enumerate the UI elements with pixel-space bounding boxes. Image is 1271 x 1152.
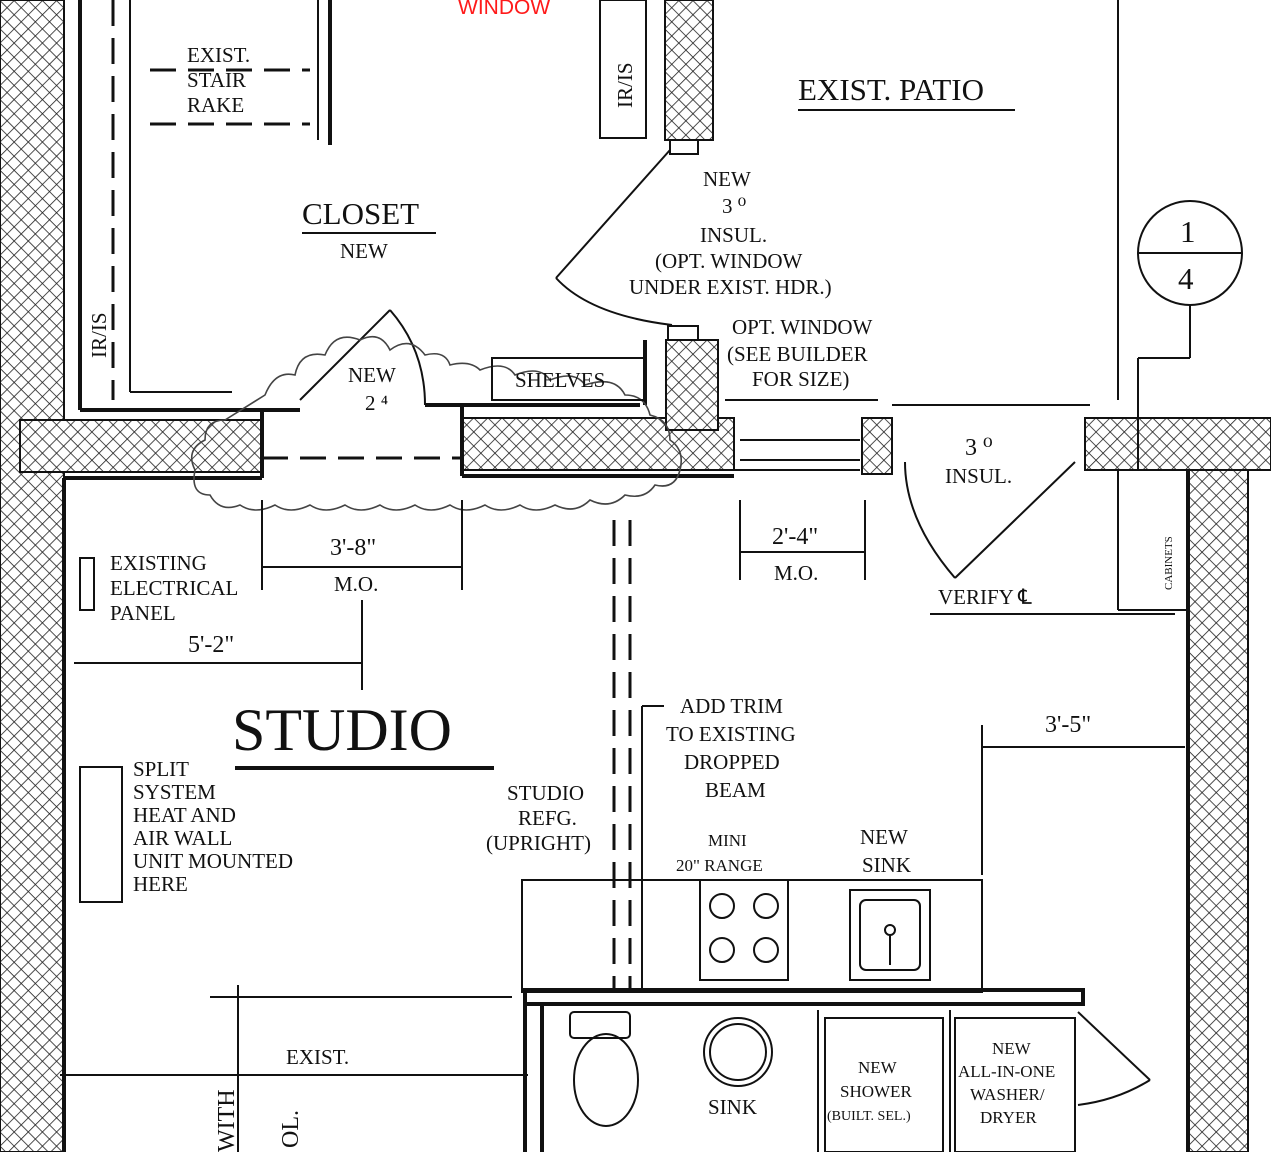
shelves-label: SHELVES bbox=[515, 368, 605, 392]
ir-is-label-left: IR/IS bbox=[87, 312, 111, 358]
closet-new-label: NEW bbox=[340, 239, 388, 263]
interior-lines bbox=[62, 0, 1190, 1152]
dim-3-8: 3'-8" bbox=[330, 535, 376, 561]
detail-marker bbox=[1137, 200, 1243, 470]
split-label-3: HEAT AND bbox=[133, 803, 236, 827]
verify-label: VERIFY ℄ bbox=[938, 585, 1032, 609]
wall-window-pier bbox=[861, 417, 893, 475]
dim-3-5: 3'-5" bbox=[1045, 712, 1091, 738]
kitchen-counter bbox=[521, 879, 983, 993]
kitchen bbox=[521, 879, 983, 993]
mo-label-1: M.O. bbox=[334, 572, 378, 596]
split-label-5: UNIT MOUNTED bbox=[133, 849, 293, 873]
wd-label-3: WASHER/ bbox=[970, 1085, 1045, 1104]
dim-2-4: 2'-4" bbox=[772, 524, 818, 550]
room-label-studio: STUDIO bbox=[232, 697, 452, 763]
wall-top-left-segment bbox=[19, 419, 263, 473]
electrical-panel bbox=[79, 557, 95, 611]
washer-dryer bbox=[954, 1017, 1076, 1152]
door1-label-2: 3 ⁰ bbox=[722, 194, 746, 218]
bath-sink-basin bbox=[703, 1017, 773, 1087]
door2-label-2: INSUL. bbox=[945, 464, 1012, 488]
ir-is-label-top: IR/IS bbox=[613, 62, 637, 108]
wall-top-right-segment bbox=[1084, 417, 1271, 471]
wd-label-4: DRYER bbox=[980, 1108, 1037, 1127]
doors bbox=[299, 139, 1151, 1106]
trim-label-3: DROPPED bbox=[684, 750, 780, 774]
exist-patio-label: EXIST. PATIO bbox=[798, 72, 984, 107]
closet-door-label-2: 2 ⁴ bbox=[365, 391, 388, 415]
wd-label-2: ALL-IN-ONE bbox=[958, 1062, 1055, 1081]
trim-label-4: BEAM bbox=[705, 778, 766, 802]
opt-window-label-2: (SEE BUILDER bbox=[727, 342, 868, 366]
door1-label-3: INSUL. bbox=[700, 223, 767, 247]
detail-sheet: 4 bbox=[1178, 261, 1194, 296]
toilet-bowl bbox=[573, 1033, 639, 1127]
range-label-2: 20" RANGE bbox=[676, 856, 763, 875]
refg-label-1: STUDIO bbox=[507, 781, 584, 805]
with-label-vertical: WITH bbox=[214, 1089, 240, 1152]
revision-cloud bbox=[190, 335, 683, 511]
refg-label-2: REFG. bbox=[518, 806, 577, 830]
dim-5-2: 5'-2" bbox=[188, 632, 234, 658]
split-label-1: SPLIT bbox=[133, 757, 189, 781]
mini-range bbox=[699, 879, 789, 981]
col-label-vertical: OL. bbox=[278, 1110, 304, 1148]
door2-label-1: 3 ⁰ bbox=[965, 435, 993, 461]
shower-stall bbox=[824, 1017, 944, 1152]
dashed-lines bbox=[111, 0, 632, 990]
closet-door-label-1: NEW bbox=[348, 363, 396, 387]
wall-closet-right-pier bbox=[665, 339, 719, 431]
opt-window-label-3: FOR SIZE) bbox=[752, 367, 849, 391]
door1-label-1: NEW bbox=[703, 167, 751, 191]
door1-label-4: (OPT. WINDOW bbox=[655, 249, 803, 273]
split-label-6: HERE bbox=[133, 872, 188, 896]
stair-label-1: EXIST. bbox=[187, 43, 250, 67]
refg-label-3: (UPRIGHT) bbox=[486, 831, 591, 855]
dimension-lines bbox=[60, 500, 1185, 1152]
wd-label-1: NEW bbox=[992, 1039, 1032, 1058]
panel-label-2: ELECTRICAL bbox=[110, 576, 238, 600]
new-sink-label-1: NEW bbox=[860, 825, 908, 849]
stair-label-2: STAIR bbox=[187, 68, 246, 92]
opt-window-label-1: OPT. WINDOW bbox=[732, 315, 873, 339]
wall-right-exterior bbox=[1187, 469, 1249, 1152]
stair-label-3: RAKE bbox=[187, 93, 244, 117]
bathroom bbox=[523, 988, 1085, 1152]
panel-label-3: PANEL bbox=[110, 601, 176, 625]
split-system-unit bbox=[79, 766, 123, 903]
shower-label-3: (BUILT. SEL.) bbox=[827, 1109, 911, 1124]
labels: WINDOW EXIST. STAIR RAKE IR/IS IR/IS EXI… bbox=[87, 0, 1196, 1152]
panel-label-1: EXISTING bbox=[110, 551, 207, 575]
wall-left-exterior bbox=[0, 0, 65, 1152]
bath-sink-label: SINK bbox=[708, 1095, 757, 1119]
door1-label-5: UNDER EXIST. HDR.) bbox=[629, 275, 832, 299]
trim-label-1: ADD TRIM bbox=[680, 694, 783, 718]
window-label-top: WINDOW bbox=[458, 0, 550, 19]
trim-label-2: TO EXISTING bbox=[666, 722, 796, 746]
kitchen-sink bbox=[849, 889, 931, 981]
closet-label: CLOSET bbox=[302, 196, 419, 231]
shower-label-1: NEW bbox=[858, 1058, 898, 1077]
new-sink-label-2: SINK bbox=[862, 853, 911, 877]
split-label-2: SYSTEM bbox=[133, 780, 216, 804]
detail-number: 1 bbox=[1180, 214, 1196, 249]
shower-label-2: SHOWER bbox=[840, 1082, 912, 1101]
wall-closet-top-right bbox=[664, 0, 714, 141]
split-label-4: AIR WALL bbox=[133, 826, 232, 850]
range-label-1: MINI bbox=[708, 831, 747, 850]
exist-label-bottom: EXIST. bbox=[286, 1045, 349, 1069]
cabinets-label: CABINETS bbox=[1163, 536, 1175, 590]
mo-label-2: M.O. bbox=[774, 561, 818, 585]
